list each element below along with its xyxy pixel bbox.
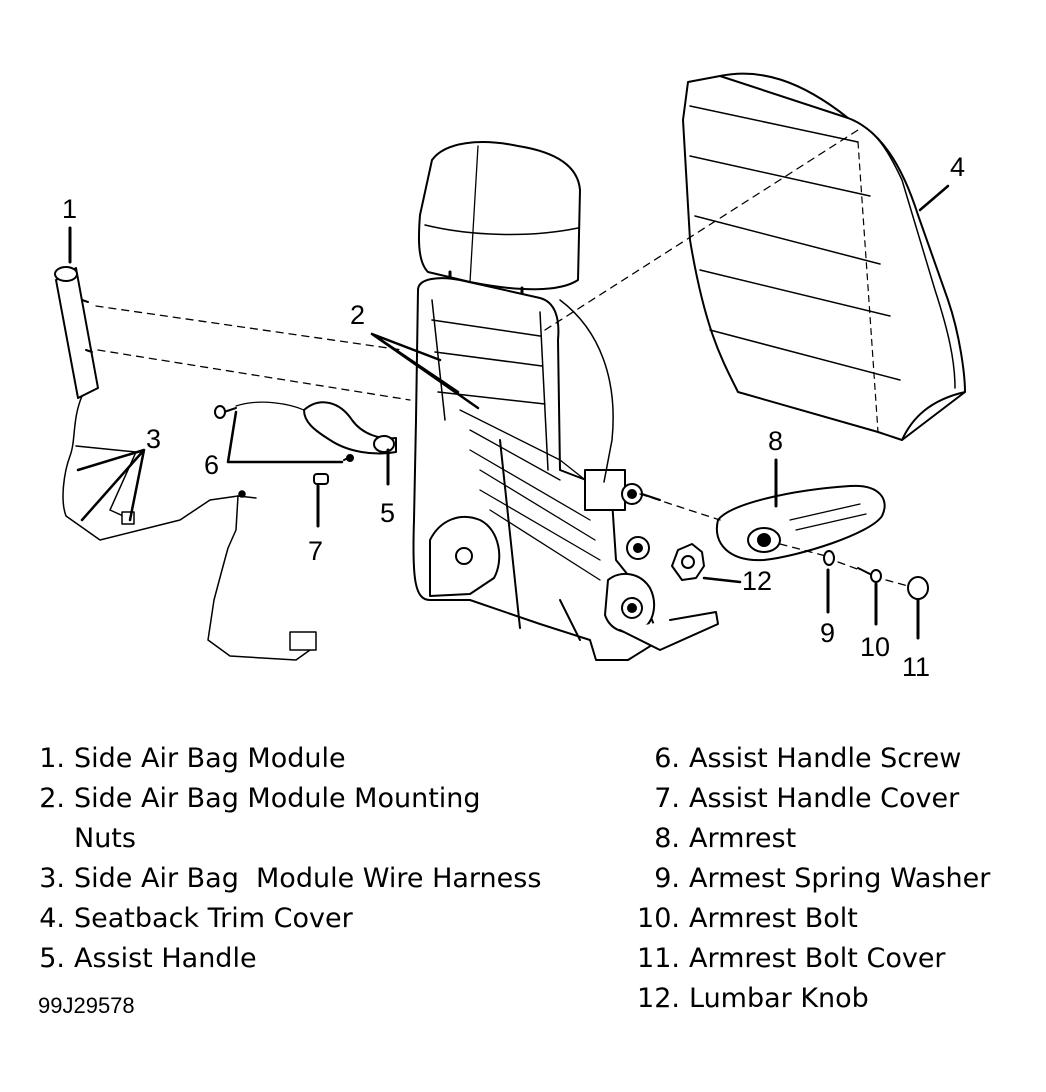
- callout-5: 5: [380, 498, 396, 528]
- callout-2: 2: [350, 300, 366, 330]
- callout-8: 8: [768, 426, 784, 456]
- legend-label: Side Air Bag Module: [74, 743, 346, 774]
- armrest: [715, 484, 886, 562]
- legend-label: Armrest: [689, 823, 797, 854]
- legend-number: 7.: [654, 783, 680, 814]
- seat-frame: [412, 277, 719, 661]
- legend-number: 9.: [654, 863, 680, 894]
- legend-item: 10. Armrest Bolt: [636, 899, 990, 939]
- leader-lines: [68, 184, 950, 640]
- legend-number: 11.: [637, 943, 680, 974]
- figure-id: 99J29578: [38, 993, 135, 1018]
- legend-right-column: 6. Assist Handle Screw 7. Assist Handle …: [636, 739, 990, 1019]
- legend-label: Lumbar Knob: [689, 983, 869, 1014]
- legend-item: 5. Assist Handle: [38, 939, 541, 979]
- legend-label: Assist Handle: [74, 943, 257, 974]
- legend-item: 8. Armrest: [636, 819, 990, 859]
- legend-item: 3. Side Air Bag Module Wire Harness: [38, 859, 541, 899]
- callout-12: 12: [742, 566, 773, 596]
- legend-item: 11. Armrest Bolt Cover: [636, 939, 990, 979]
- legend-label: Side Air Bag Module Wire Harness: [74, 863, 542, 894]
- legend-item: 9. Armest Spring Washer: [636, 859, 990, 899]
- legend-item: 1. Side Air Bag Module: [38, 739, 541, 779]
- assist-handle-screw: [214, 401, 354, 462]
- assembly-lines: [95, 129, 909, 587]
- legend-number: 1.: [39, 743, 65, 774]
- legend-number: 10.: [637, 903, 680, 934]
- legend-item: 6. Assist Handle Screw: [636, 739, 990, 779]
- legend-item: 7. Assist Handle Cover: [636, 779, 990, 819]
- legend-item-continuation: Nuts: [38, 819, 541, 859]
- legend-item: 2. Side Air Bag Module Mounting: [38, 779, 541, 819]
- callout-9: 9: [820, 618, 836, 648]
- legend-left-column: 1. Side Air Bag Module 2. Side Air Bag M…: [38, 739, 541, 979]
- callout-11: 11: [902, 652, 931, 682]
- legend-label: Armest Spring Washer: [689, 863, 991, 894]
- legend-number: 6.: [654, 743, 680, 774]
- legend-number: 4.: [39, 903, 65, 934]
- side-air-bag-module: [54, 266, 99, 399]
- wire-harness: [62, 395, 317, 661]
- legend-number: 12.: [637, 983, 680, 1014]
- assist-handle: [303, 401, 397, 455]
- callout-1: 1: [62, 194, 78, 224]
- seatback-trim-cover: [682, 72, 966, 441]
- armrest-spring-washer: [823, 550, 835, 566]
- legend-label: Armrest Bolt Cover: [689, 943, 946, 974]
- callout-6: 6: [204, 450, 220, 480]
- lumbar-knob: [671, 543, 705, 581]
- legend-number: 8.: [654, 823, 680, 854]
- callout-7: 7: [308, 536, 324, 566]
- callout-10: 10: [860, 632, 891, 662]
- legend-label: Assist Handle Cover: [689, 783, 960, 814]
- armrest-bolt-cover: [907, 576, 929, 600]
- legend-label: Side Air Bag Module Mounting: [74, 783, 481, 814]
- legend-label: Nuts: [74, 823, 136, 854]
- callout-4: 4: [950, 152, 966, 182]
- legend-label: Armrest Bolt: [689, 903, 858, 934]
- legend-item: 12. Lumbar Knob: [636, 979, 990, 1019]
- assist-handle-cover: [313, 473, 329, 485]
- legend-label: Seatback Trim Cover: [74, 903, 353, 934]
- legend-number: 5.: [39, 943, 65, 974]
- callout-3: 3: [146, 424, 162, 454]
- exploded-seat-diagram: [54, 72, 966, 661]
- armrest-bolt: [857, 567, 882, 583]
- legend-number: 2.: [39, 783, 65, 814]
- legend-label: Assist Handle Screw: [689, 743, 962, 774]
- legend-number: 3.: [39, 863, 65, 894]
- legend-item: 4. Seatback Trim Cover: [38, 899, 541, 939]
